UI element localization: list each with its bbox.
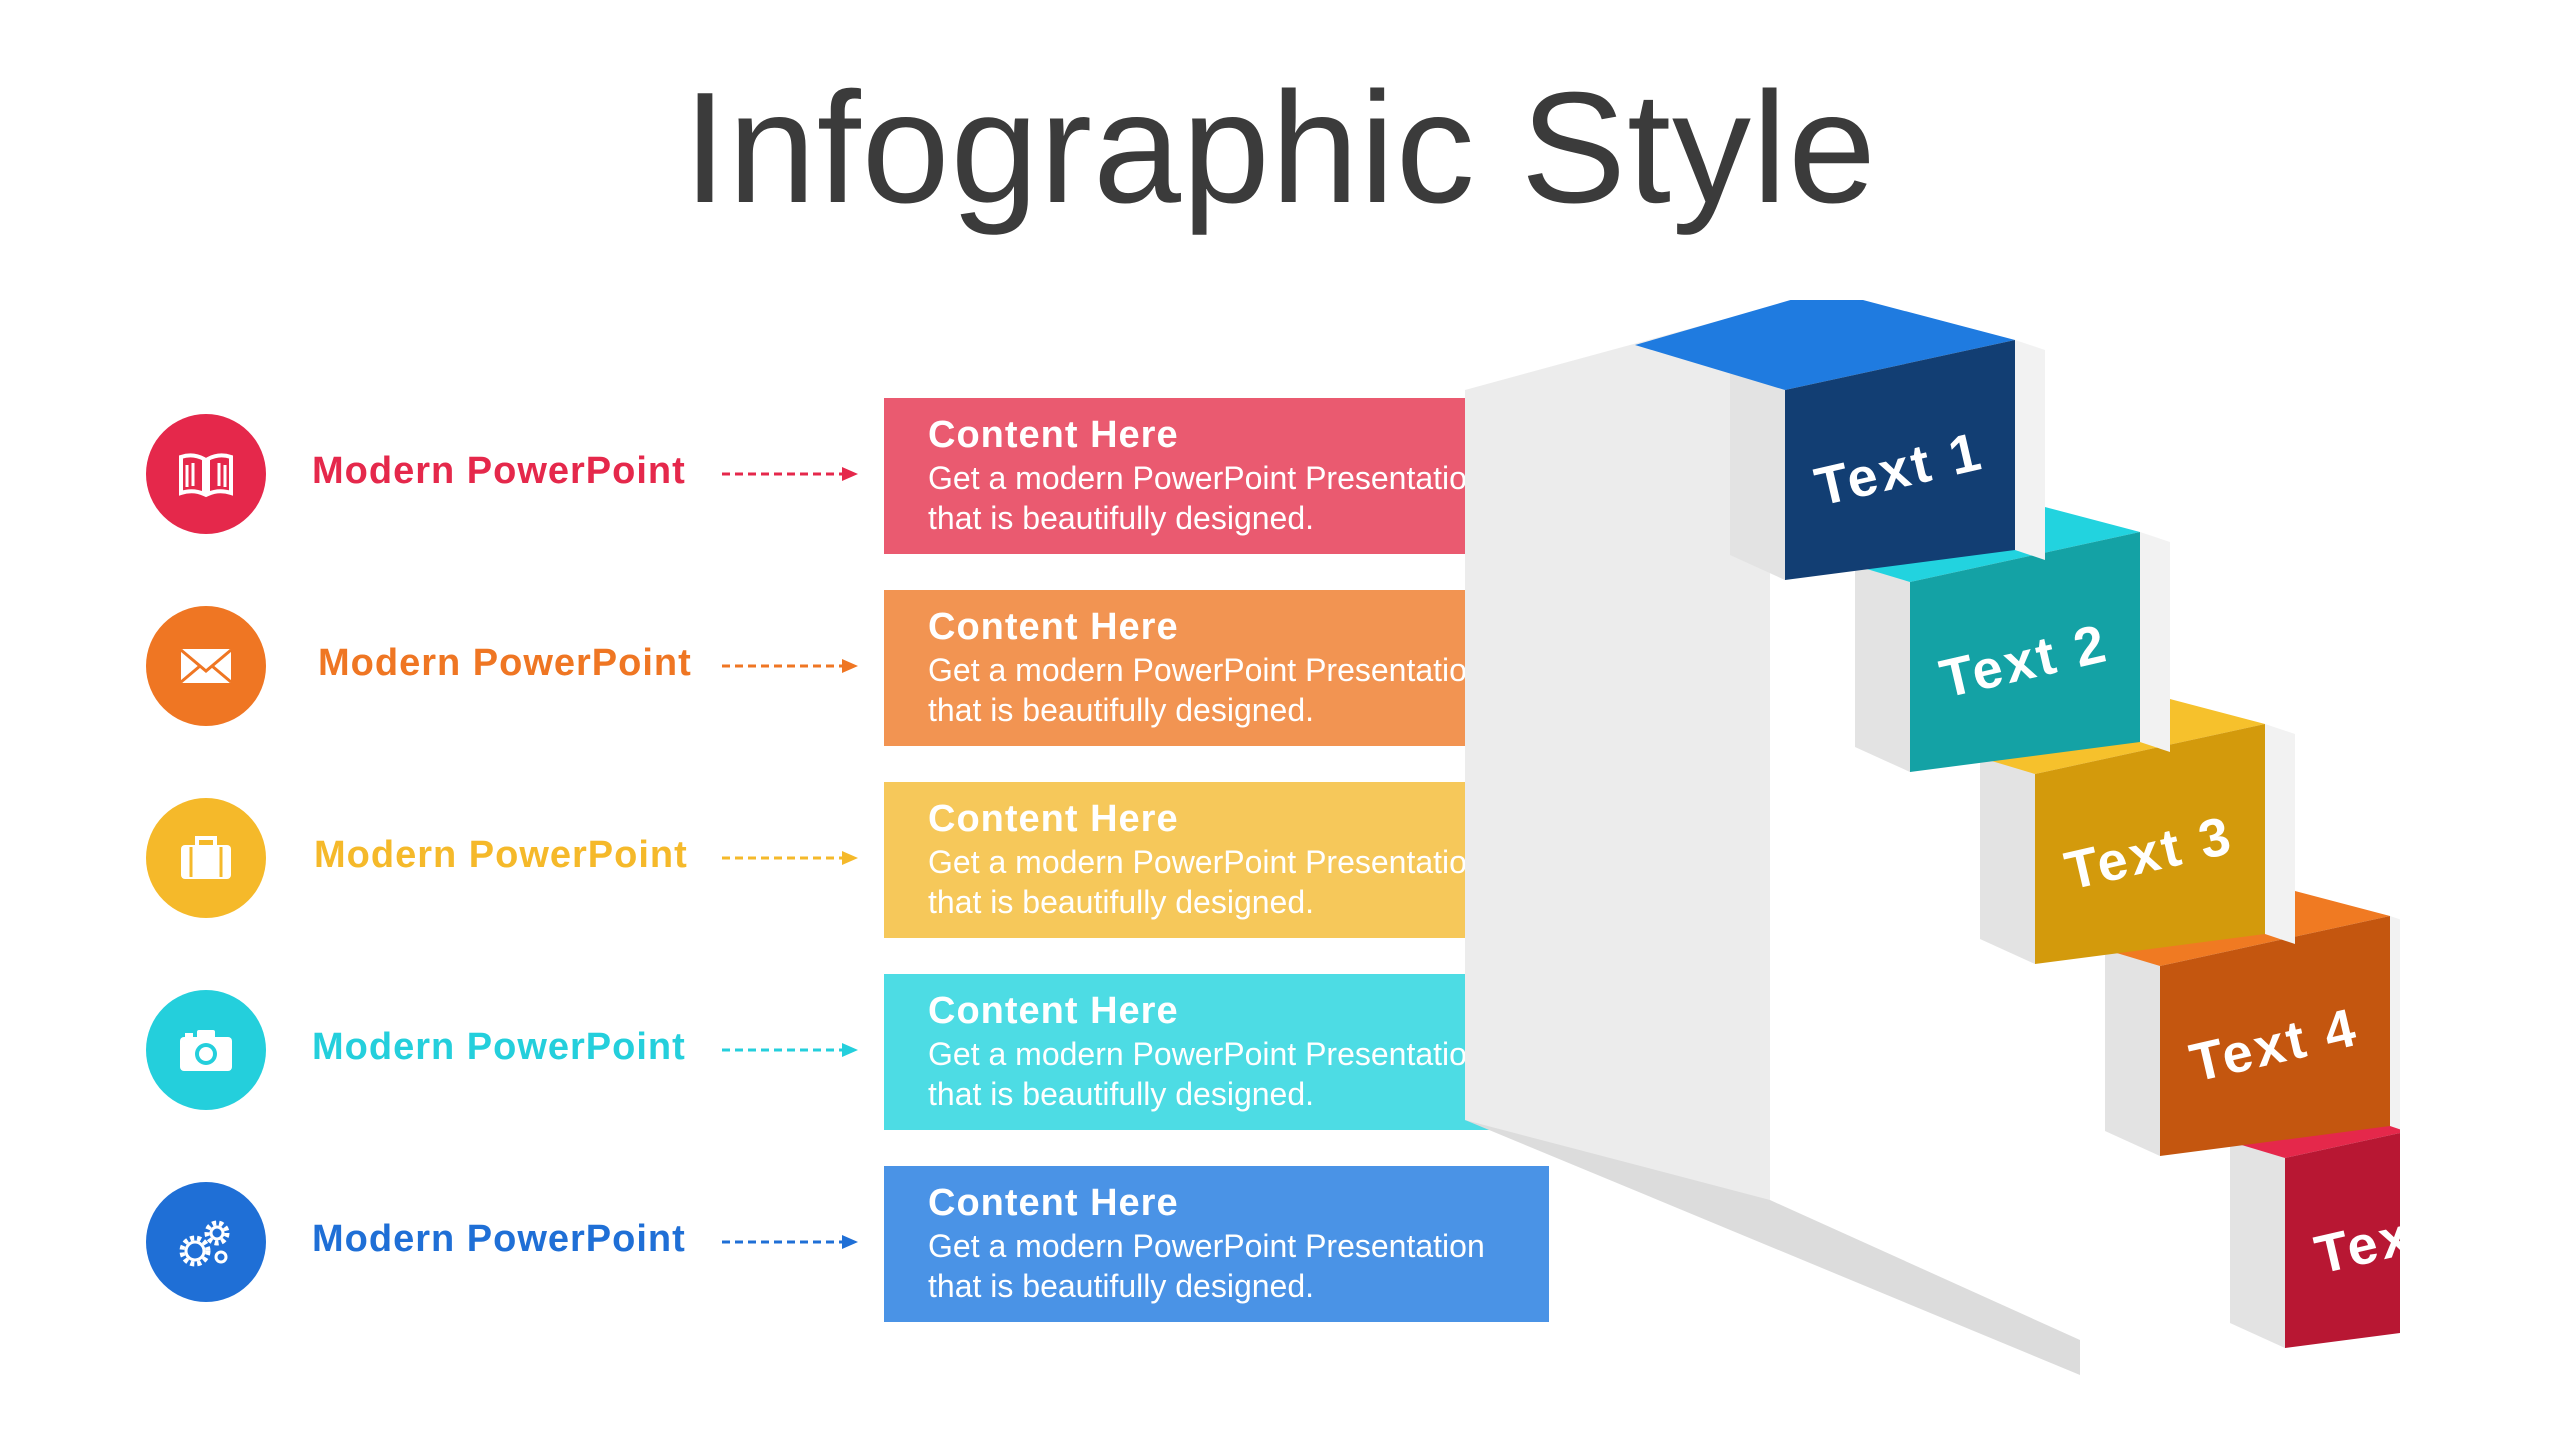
stair-side-face xyxy=(2140,532,2170,752)
content-title: Content Here xyxy=(928,990,1179,1032)
dashed-arrow-icon xyxy=(722,659,858,673)
stair-wall xyxy=(1465,315,1770,1200)
stair-front-face xyxy=(2160,916,2390,1156)
camera-icon xyxy=(180,1030,232,1071)
stair-riser xyxy=(1980,749,2035,964)
icon-circle xyxy=(146,606,266,726)
stair-front-face xyxy=(1910,532,2140,772)
stair-front-face xyxy=(2035,724,2265,964)
book-icon xyxy=(179,453,233,498)
content-title: Content Here xyxy=(928,606,1179,648)
list-item: Modern PowerPoint Content Here Get a mod… xyxy=(0,782,1560,942)
content-text-line-1: Get a modern PowerPoint Presentation xyxy=(928,1036,1485,1072)
content-text-line-1: Get a modern PowerPoint Presentation xyxy=(928,1228,1485,1264)
stair-riser xyxy=(2105,941,2160,1156)
row-label: Modern PowerPoint xyxy=(312,450,686,492)
stair-top-face xyxy=(1635,300,2015,390)
list-item: Modern PowerPoint Content Here Get a mod… xyxy=(0,590,1560,750)
gears-icon xyxy=(179,1220,230,1267)
content-text-line-2: that is beautifully designed. xyxy=(928,1268,1315,1304)
list-item: Modern PowerPoint Content Here Get a mod… xyxy=(0,398,1560,558)
icon-circle xyxy=(146,798,266,918)
content-text-line-1: Get a modern PowerPoint Presentation xyxy=(928,844,1485,880)
briefcase-icon xyxy=(181,836,231,879)
row-label: Modern PowerPoint xyxy=(314,834,688,876)
dashed-arrow-icon xyxy=(722,851,858,865)
stair-riser xyxy=(1855,557,1910,772)
content-box: Content Here Get a modern PowerPoint Pre… xyxy=(884,974,1549,1130)
dashed-arrow-icon xyxy=(722,467,858,481)
content-text-line-2: that is beautifully designed. xyxy=(928,884,1315,920)
row-label: Modern PowerPoint xyxy=(318,642,692,684)
envelope-icon xyxy=(180,648,232,684)
content-text-line-2: that is beautifully designed. xyxy=(928,692,1315,728)
icon-circle xyxy=(146,414,266,534)
stair-front-face xyxy=(1785,340,2015,580)
content-box: Content Here Get a modern PowerPoint Pre… xyxy=(884,590,1549,746)
stair-side-face xyxy=(2390,916,2400,1130)
stair-riser xyxy=(2230,1133,2285,1348)
content-box: Content Here Get a modern PowerPoint Pre… xyxy=(884,782,1549,938)
content-text-line-2: that is beautifully designed. xyxy=(928,1076,1315,1112)
row-label: Modern PowerPoint xyxy=(312,1218,686,1260)
dashed-arrow-icon xyxy=(722,1043,858,1057)
content-text-line-1: Get a modern PowerPoint Presentation xyxy=(928,460,1485,496)
stair-side-face xyxy=(2265,724,2295,944)
icon-circle xyxy=(146,1182,266,1302)
page-title: Infographic Style xyxy=(683,60,1877,236)
content-title: Content Here xyxy=(928,414,1179,456)
list-item: Modern PowerPoint Content Here Get a mod… xyxy=(0,974,1560,1134)
content-title: Content Here xyxy=(928,798,1179,840)
content-box: Content Here Get a modern PowerPoint Pre… xyxy=(884,1166,1549,1322)
content-box: Content Here Get a modern PowerPoint Pre… xyxy=(884,398,1549,554)
list-item: Modern PowerPoint Content Here Get a mod… xyxy=(0,1166,1560,1326)
content-text-line-2: that is beautifully designed. xyxy=(928,500,1315,536)
stair-riser xyxy=(1730,365,1785,580)
dashed-arrow-icon xyxy=(722,1235,858,1249)
content-title: Content Here xyxy=(928,1182,1179,1224)
stair-side-face xyxy=(2015,340,2045,560)
icon-circle xyxy=(146,990,266,1110)
content-text-line-1: Get a modern PowerPoint Presentation xyxy=(928,652,1485,688)
stair-front-face xyxy=(2285,1133,2400,1348)
row-label: Modern PowerPoint xyxy=(312,1026,686,1068)
